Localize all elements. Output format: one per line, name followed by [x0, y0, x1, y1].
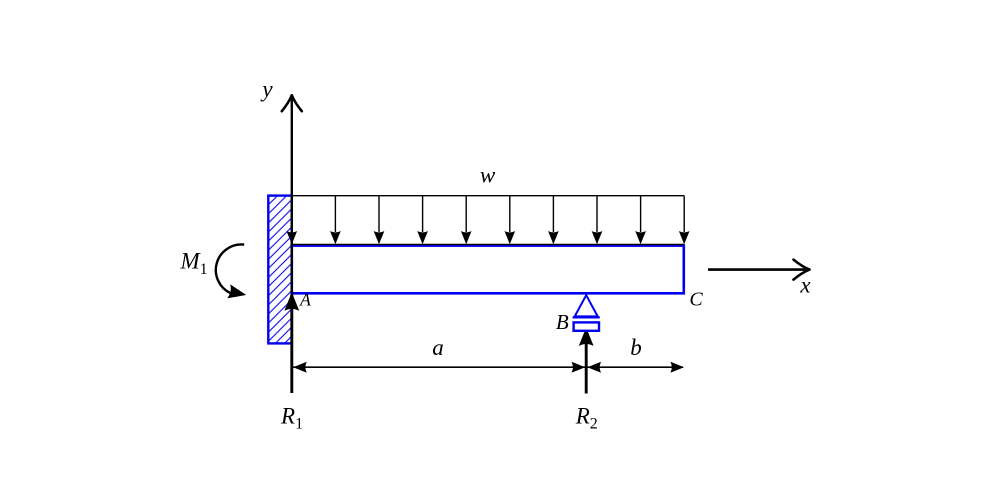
svg-text:C: C: [689, 288, 703, 310]
svg-text:M1: M1: [180, 249, 208, 279]
svg-text:x: x: [799, 273, 811, 298]
svg-text:R2: R2: [575, 403, 598, 432]
svg-text:A: A: [299, 289, 311, 309]
svg-text:y: y: [260, 77, 273, 102]
svg-text:w: w: [480, 163, 496, 188]
svg-text:R1: R1: [280, 403, 303, 432]
svg-text:B: B: [556, 310, 569, 334]
svg-text:a: a: [432, 335, 444, 360]
svg-text:b: b: [630, 335, 642, 360]
